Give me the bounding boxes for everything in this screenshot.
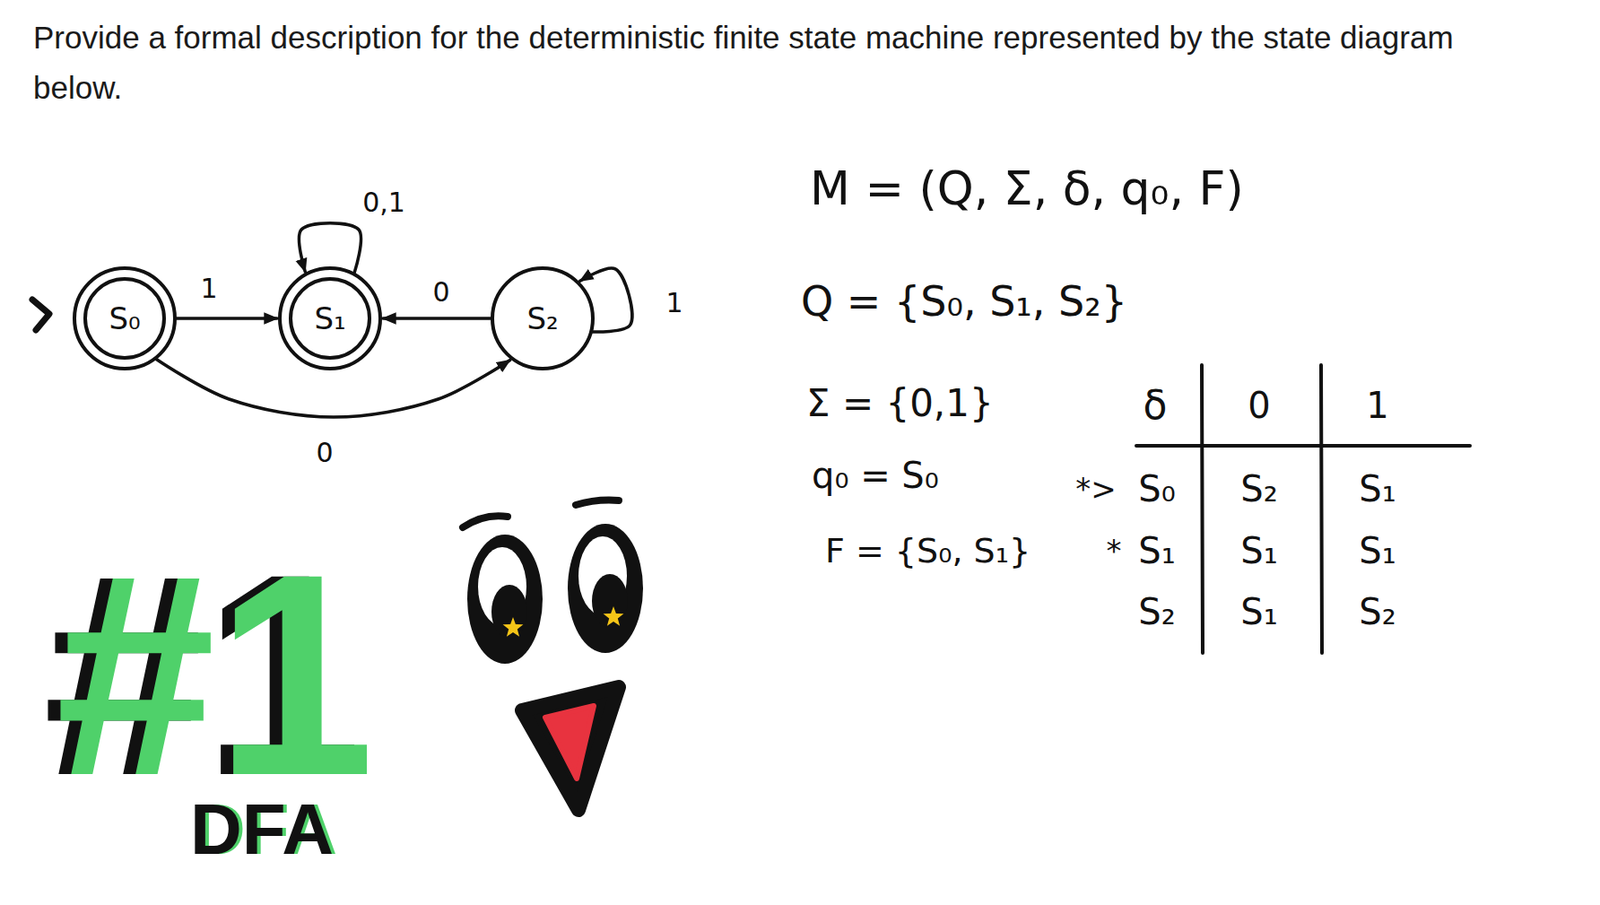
state-ring bbox=[279, 268, 381, 369]
state-circle: S₀ bbox=[72, 266, 177, 371]
transition-symbol: 0 bbox=[429, 278, 453, 306]
eyebrow bbox=[462, 515, 508, 528]
table-header: 1 bbox=[1365, 387, 1389, 424]
set-definition: F = {S₀, S₁} bbox=[825, 533, 1031, 568]
state-marker: * bbox=[1106, 535, 1122, 566]
table-header: δ bbox=[1143, 385, 1168, 426]
table-cell: S₁ bbox=[1138, 532, 1175, 569]
transition-arrow bbox=[176, 316, 278, 321]
eyebrow bbox=[575, 500, 619, 505]
table-rule bbox=[1321, 365, 1322, 653]
transition-symbol: 0,1 bbox=[359, 189, 409, 217]
face-eye bbox=[467, 534, 543, 664]
table-cell: S₂ bbox=[1240, 470, 1278, 507]
table-cell: S₁ bbox=[1240, 593, 1278, 630]
state-name: S₁ bbox=[313, 303, 346, 334]
table-cell: S₂ bbox=[1138, 593, 1175, 630]
table-cell: S₀ bbox=[1138, 470, 1175, 507]
heading: Provide a formal description for the det… bbox=[33, 12, 1478, 114]
set-definition: Σ = {0,1} bbox=[806, 384, 994, 423]
table-cell: S₁ bbox=[1358, 470, 1396, 507]
state-name: S₂ bbox=[526, 303, 558, 334]
table-rule bbox=[1201, 365, 1203, 653]
transition-symbol: 1 bbox=[662, 289, 686, 317]
face-tongue bbox=[545, 705, 594, 779]
face-eye bbox=[567, 523, 644, 653]
state-ring bbox=[492, 268, 593, 369]
eye-outline bbox=[467, 534, 543, 664]
set-definition: Q = {S₀, S₁, S₂} bbox=[800, 280, 1128, 322]
state-marker: *> bbox=[1075, 473, 1117, 505]
table-header: 0 bbox=[1247, 387, 1270, 424]
eye-outline bbox=[567, 523, 644, 653]
table-cell: S₂ bbox=[1358, 593, 1396, 630]
state-circle: S₁ bbox=[278, 266, 383, 371]
accept-ring bbox=[85, 278, 165, 358]
transition-arrow bbox=[298, 223, 361, 273]
table-cell: S₁ bbox=[1240, 532, 1278, 569]
transition-arrow bbox=[382, 316, 491, 321]
face-mouth bbox=[521, 686, 619, 810]
eye-pupil bbox=[491, 584, 528, 639]
state-name: S₀ bbox=[108, 303, 140, 334]
eye-star bbox=[503, 617, 524, 637]
transition-symbol: 0 bbox=[313, 439, 336, 467]
eye-pupil bbox=[591, 573, 628, 628]
tuple-definition: M = (Q, Σ, δ, q₀, F) bbox=[809, 165, 1244, 212]
eye-star bbox=[603, 606, 625, 627]
start-arrow bbox=[32, 299, 50, 331]
transition-symbol: 1 bbox=[197, 275, 220, 303]
set-definition: q₀ = S₀ bbox=[811, 457, 940, 494]
state-ring bbox=[74, 268, 175, 369]
accept-ring bbox=[290, 278, 370, 358]
badge-caption: DFA bbox=[190, 793, 334, 866]
table-rule bbox=[1136, 443, 1470, 448]
badge-number: #1 bbox=[55, 530, 375, 818]
table-cell: S₁ bbox=[1358, 532, 1396, 569]
state-circle: S₂ bbox=[490, 266, 595, 371]
